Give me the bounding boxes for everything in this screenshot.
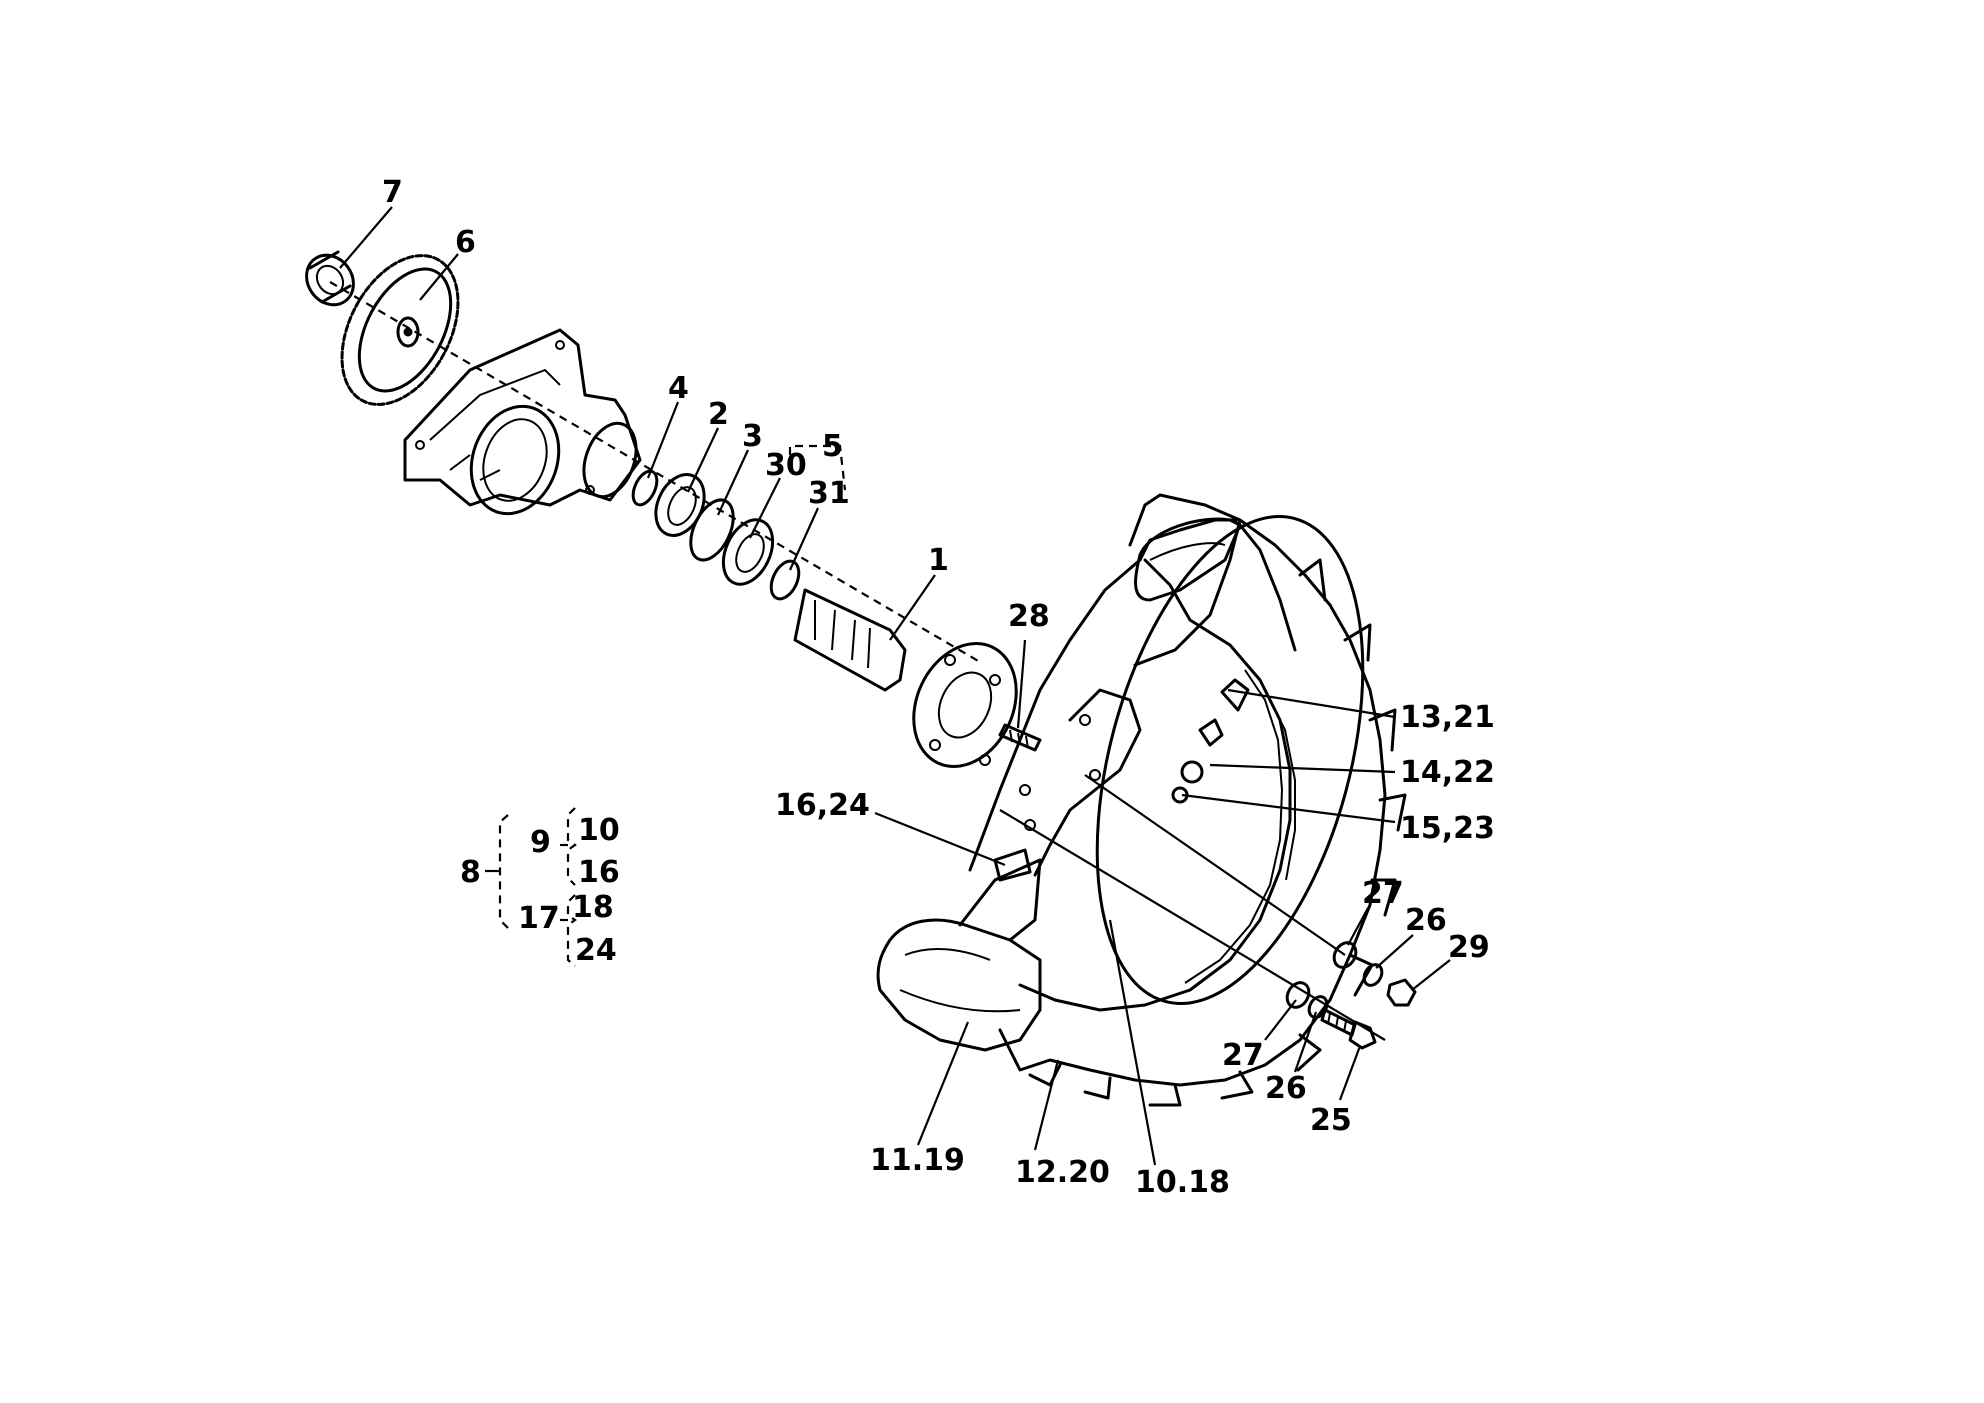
callout-7: 7 xyxy=(382,175,403,210)
housing-casing xyxy=(403,328,642,516)
callout-labels: 7 6 4 2 3 5 30 31 1 28 13,21 14,22 15,23… xyxy=(382,175,1495,1200)
axle-shaft-part-1 xyxy=(793,588,1018,768)
callout-27-upper: 27 xyxy=(1362,876,1404,911)
nut-part-29 xyxy=(1386,978,1417,1007)
ring-part-4 xyxy=(631,469,659,507)
callout-11-19: 11.19 xyxy=(870,1143,965,1178)
assembly-tree-labels: 8 9 10 16 17 18 24 xyxy=(460,813,620,968)
lockwasher-part-26-upper xyxy=(1362,963,1384,987)
tree-item-24: 24 xyxy=(575,933,617,968)
callout-4: 4 xyxy=(668,371,689,406)
callout-1: 1 xyxy=(928,543,949,578)
callout-2: 2 xyxy=(708,397,729,432)
wheel-tyre-part-12-20 xyxy=(998,493,1407,1107)
tree-root-8: 8 xyxy=(460,855,481,890)
gear-part-6 xyxy=(340,254,460,406)
tree-item-16: 16 xyxy=(578,855,620,890)
tree-group-9: 9 xyxy=(530,825,551,860)
callout-25: 25 xyxy=(1310,1103,1352,1138)
bearing-part-7 xyxy=(305,250,355,307)
leader-lines xyxy=(339,206,1451,1166)
callout-5: 5 xyxy=(822,429,843,464)
wheel-disc-part-11-19 xyxy=(876,517,1297,1052)
bolt-part-25 xyxy=(1320,1008,1377,1050)
tree-item-10: 10 xyxy=(578,813,620,848)
callout-28: 28 xyxy=(1008,599,1050,634)
callout-10-18: 10.18 xyxy=(1135,1165,1230,1200)
callout-6: 6 xyxy=(455,225,476,260)
washer-part-27-upper xyxy=(1332,941,1358,969)
wheel-rim-part-10-18 xyxy=(1018,515,1365,1012)
ring-part-3 xyxy=(689,498,735,562)
bearing-part-30 xyxy=(721,518,775,586)
bracket-part-5 xyxy=(788,444,847,491)
valve-parts-13-15 xyxy=(1171,678,1250,804)
callout-14-22: 14,22 xyxy=(1400,755,1495,790)
callout-27-lower: 27 xyxy=(1222,1038,1264,1073)
fastener-axis-upper xyxy=(1084,774,1346,956)
tree-item-18: 18 xyxy=(572,890,614,925)
callout-31: 31 xyxy=(808,476,850,511)
callout-15-23: 15,23 xyxy=(1400,811,1495,846)
callout-12-20: 12.20 xyxy=(1015,1155,1110,1190)
callout-16-24: 16,24 xyxy=(775,788,870,823)
callout-29: 29 xyxy=(1448,930,1490,965)
callout-30: 30 xyxy=(765,448,807,483)
fastener-axis-lower xyxy=(999,809,1386,1041)
callout-3: 3 xyxy=(742,419,763,454)
assembly-tree xyxy=(485,807,577,967)
tree-group-17: 17 xyxy=(518,901,560,936)
callout-26-lower: 26 xyxy=(1265,1071,1307,1106)
callout-13-21: 13,21 xyxy=(1400,700,1495,735)
ring-part-31 xyxy=(769,559,801,601)
callout-26-upper: 26 xyxy=(1405,903,1447,938)
